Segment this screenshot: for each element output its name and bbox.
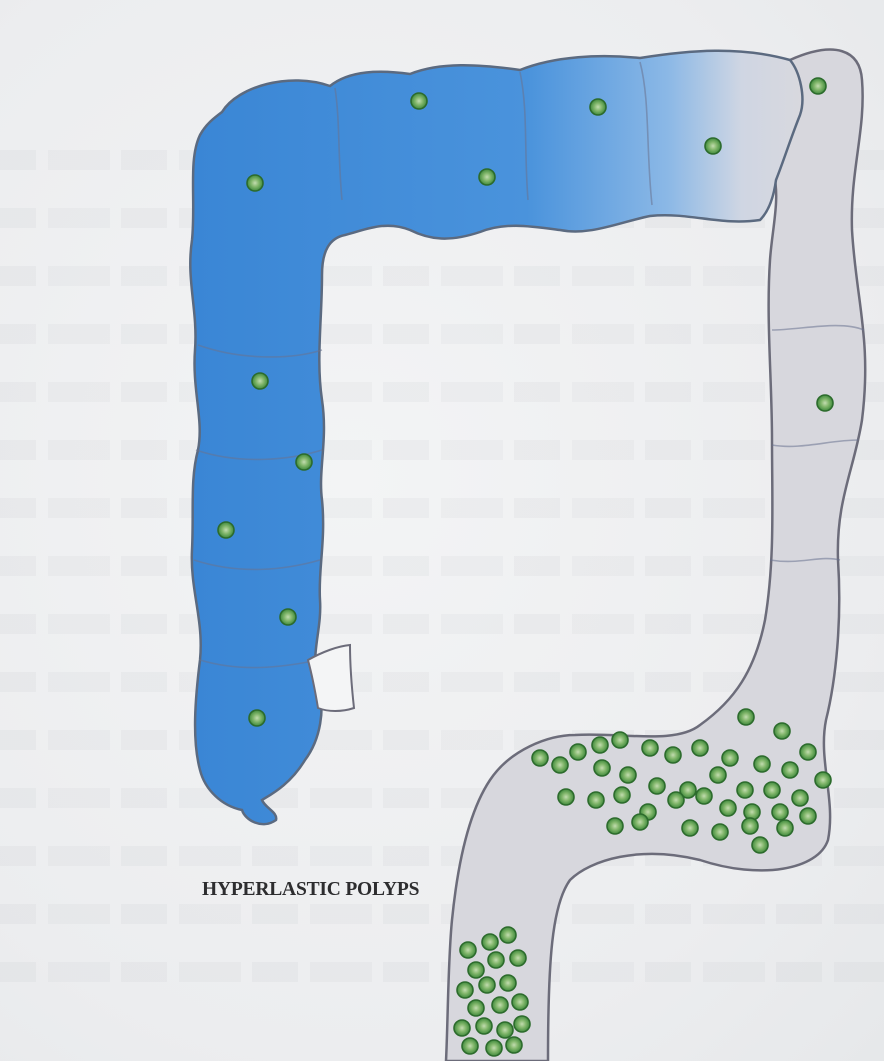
polyp-dot bbox=[817, 395, 833, 411]
polyp-dot bbox=[492, 997, 508, 1013]
polyp-dot bbox=[488, 952, 504, 968]
polyp-dot bbox=[462, 1038, 478, 1054]
polyp-dot bbox=[612, 732, 628, 748]
polyp-dot bbox=[590, 99, 606, 115]
polyp-dot bbox=[810, 78, 826, 94]
polyp-dot bbox=[752, 837, 768, 853]
polyp-dot bbox=[692, 740, 708, 756]
polyp-dot bbox=[468, 1000, 484, 1016]
polyp-dot bbox=[296, 454, 312, 470]
polyp-dot bbox=[665, 747, 681, 763]
polyp-dot bbox=[782, 762, 798, 778]
polyp-dot bbox=[588, 792, 604, 808]
polyp-dot bbox=[668, 792, 684, 808]
polyp-dot bbox=[738, 709, 754, 725]
polyp-dot bbox=[479, 169, 495, 185]
polyp-dot bbox=[800, 808, 816, 824]
polyp-dot bbox=[252, 373, 268, 389]
polyp-dot bbox=[510, 950, 526, 966]
polyp-dot bbox=[552, 757, 568, 773]
ascending-transverse-colon bbox=[190, 51, 802, 824]
polyp-dot bbox=[594, 760, 610, 776]
polyp-dot bbox=[720, 800, 736, 816]
polyp-dot bbox=[558, 789, 574, 805]
polyp-dot bbox=[497, 1022, 513, 1038]
polyp-dot bbox=[486, 1040, 502, 1056]
polyp-dot bbox=[468, 962, 484, 978]
polyp-dot bbox=[457, 982, 473, 998]
polyp-dot bbox=[570, 744, 586, 760]
polyp-dot bbox=[815, 772, 831, 788]
polyp-dot bbox=[737, 782, 753, 798]
polyp-dot bbox=[500, 927, 516, 943]
polyp-dot bbox=[642, 740, 658, 756]
polyp-dot bbox=[682, 820, 698, 836]
polyp-dot bbox=[772, 804, 788, 820]
polyp-dot bbox=[754, 756, 770, 772]
polyp-dot bbox=[249, 710, 265, 726]
polyp-dot bbox=[506, 1037, 522, 1053]
polyp-dot bbox=[592, 737, 608, 753]
polyp-dot bbox=[280, 609, 296, 625]
polyp-dot bbox=[218, 522, 234, 538]
polyp-dot bbox=[764, 782, 780, 798]
polyp-dot bbox=[632, 814, 648, 830]
polyp-dot bbox=[742, 818, 758, 834]
polyp-dot bbox=[705, 138, 721, 154]
polyp-dot bbox=[512, 994, 528, 1010]
polyp-dot bbox=[696, 788, 712, 804]
polyp-dot bbox=[722, 750, 738, 766]
polyp-dot bbox=[479, 977, 495, 993]
polyp-dot bbox=[460, 942, 476, 958]
polyp-dot bbox=[514, 1016, 530, 1032]
polyp-dot bbox=[774, 723, 790, 739]
polyp-dot bbox=[777, 820, 793, 836]
polyp-dot bbox=[454, 1020, 470, 1036]
polyp-dot bbox=[614, 787, 630, 803]
polyp-dot bbox=[649, 778, 665, 794]
polyp-dot bbox=[500, 975, 516, 991]
polyp-dot bbox=[607, 818, 623, 834]
polyp-dot bbox=[532, 750, 548, 766]
figure-caption: HYPERLASTIC POLYPS bbox=[202, 879, 392, 901]
polyp-dot bbox=[411, 93, 427, 109]
polyp-dot bbox=[800, 744, 816, 760]
polyp-dot bbox=[710, 767, 726, 783]
polyp-dot bbox=[620, 767, 636, 783]
polyp-dot bbox=[482, 934, 498, 950]
polyp-dot bbox=[792, 790, 808, 806]
polyp-dot bbox=[712, 824, 728, 840]
polyp-dot bbox=[247, 175, 263, 191]
polyp-dot bbox=[476, 1018, 492, 1034]
